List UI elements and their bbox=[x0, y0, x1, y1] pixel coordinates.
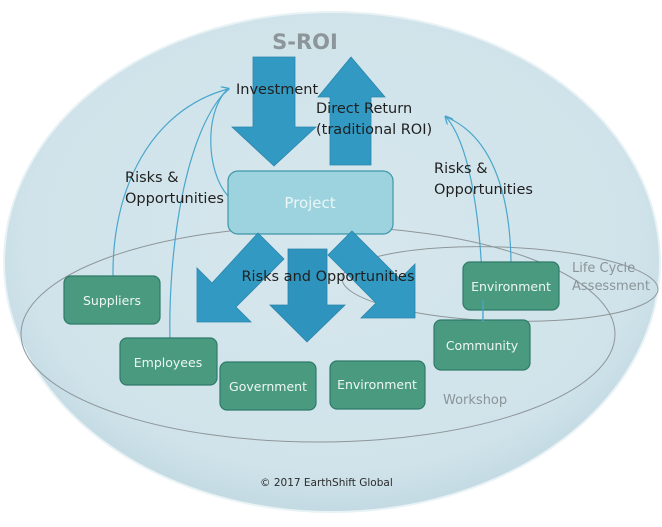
copyright-notice: © 2017 EarthShift Global bbox=[260, 477, 393, 489]
stakeholder-label: Environment bbox=[337, 377, 417, 392]
stakeholder-suppliers[interactable]: Suppliers bbox=[63, 275, 161, 325]
connector-project-to-investment bbox=[210, 88, 229, 197]
stakeholder-label: Employees bbox=[134, 355, 202, 370]
project-box[interactable]: Project bbox=[227, 170, 394, 235]
workshop-label: Workshop bbox=[443, 393, 507, 408]
risks-left-label-line1: Risks & bbox=[125, 170, 179, 186]
diagram-title: S-ROI bbox=[272, 30, 338, 54]
direct-return-label-line2: (traditional ROI) bbox=[316, 122, 432, 138]
stakeholder-label: Government bbox=[229, 379, 307, 394]
project-label: Project bbox=[284, 194, 335, 212]
connector-suppliers-to-investment bbox=[112, 89, 228, 277]
direct-return-label-line1: Direct Return bbox=[316, 101, 412, 117]
investment-label: Investment bbox=[236, 82, 318, 98]
risks-arrow-center bbox=[269, 248, 346, 343]
connector-environment-to-return bbox=[445, 116, 512, 263]
lca-label-line1: Life Cycle bbox=[572, 261, 635, 276]
stakeholder-label: Community bbox=[446, 338, 519, 353]
direct-return-arrow bbox=[317, 56, 386, 166]
stakeholder-label: Suppliers bbox=[83, 293, 141, 308]
stakeholder-environment-lca[interactable]: Environment bbox=[462, 261, 560, 311]
risks-arrow-right bbox=[327, 230, 416, 319]
stakeholder-label: Environment bbox=[471, 279, 551, 294]
stakeholder-employees[interactable]: Employees bbox=[119, 337, 218, 386]
risks-center-label: Risks and Opportunities bbox=[241, 269, 414, 285]
stakeholder-government[interactable]: Government bbox=[219, 361, 317, 411]
stakeholder-environment-workshop[interactable]: Environment bbox=[329, 360, 426, 410]
risks-right-label-line2: Opportunities bbox=[434, 182, 533, 198]
stakeholder-community[interactable]: Community bbox=[433, 319, 531, 371]
risks-arrow-left bbox=[196, 232, 285, 323]
risks-right-label-line1: Risks & bbox=[434, 161, 488, 177]
investment-arrow bbox=[230, 56, 318, 167]
s-roi-boundary bbox=[3, 11, 661, 513]
risks-left-label-line2: Opportunities bbox=[125, 191, 224, 207]
connector-employees-to-investment bbox=[169, 88, 229, 341]
lca-label-line2: Assessment bbox=[572, 279, 650, 294]
